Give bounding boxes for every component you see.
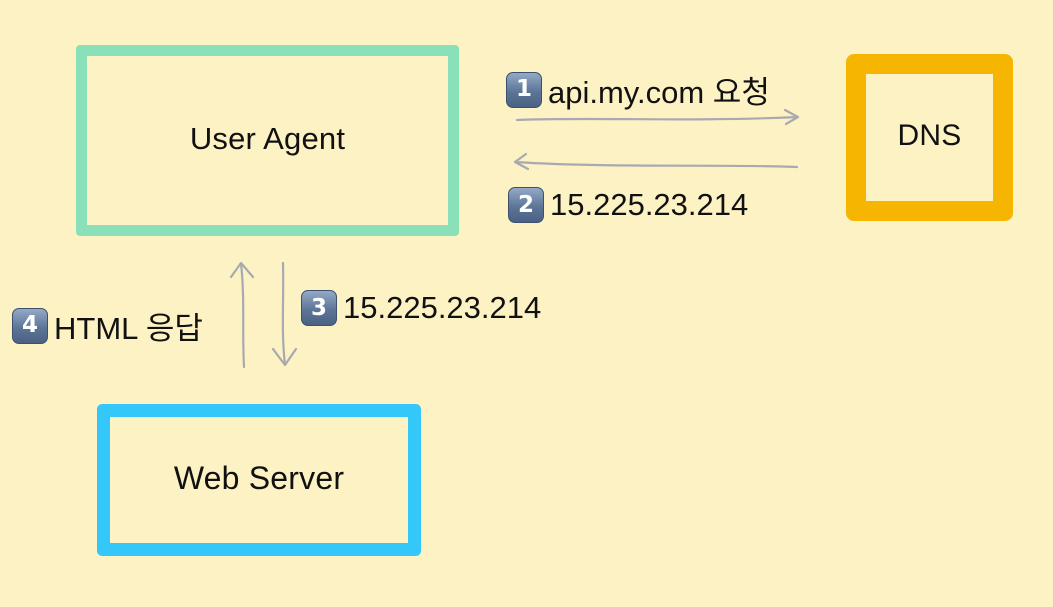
arrow-request-to-dns <box>515 108 800 126</box>
step-4-label: 4 HTML 응답 <box>12 303 203 348</box>
user-agent-box: User Agent <box>76 45 459 236</box>
web-server-label: Web Server <box>173 459 345 496</box>
keycap-2-icon: 2 <box>508 187 544 223</box>
step-3-text: 15.225.23.214 <box>343 290 542 325</box>
web-server-box: Web Server <box>97 404 421 556</box>
keycap-1-icon: 1 <box>506 71 542 108</box>
arrow-html-response-up <box>229 261 255 369</box>
keycap-4-icon: 4 <box>12 307 48 344</box>
step-1-label: 1 api.my.com 요청 <box>506 67 770 112</box>
arrow-response-from-dns <box>513 152 799 171</box>
arrow-request-to-web-server <box>271 261 298 367</box>
step-2-label: 2 15.225.23.214 <box>508 187 748 223</box>
step-4-text: HTML 응답 <box>54 311 203 346</box>
dns-label: DNS <box>897 118 962 152</box>
user-agent-label: User Agent <box>189 120 346 156</box>
keycap-3-icon: 3 <box>301 290 337 326</box>
step-1-text: api.my.com 요청 <box>548 75 770 110</box>
step-3-label: 3 15.225.23.214 <box>301 290 541 326</box>
dns-box: DNS <box>846 54 1013 221</box>
step-2-text: 15.225.23.214 <box>550 187 749 222</box>
